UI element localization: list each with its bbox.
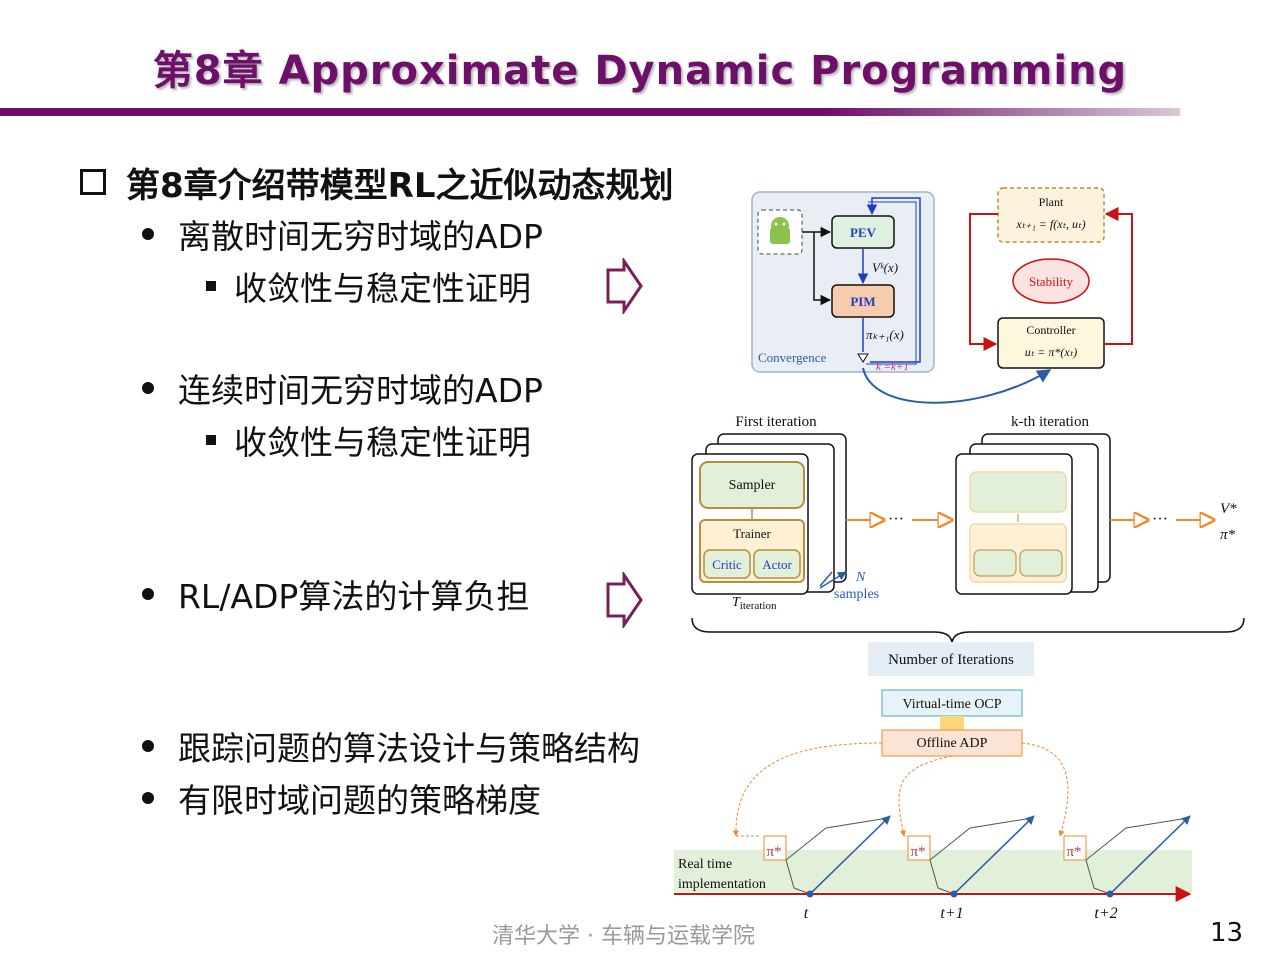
iteration-diagram: First iteration k-th iteration Sampler T… <box>691 414 1245 676</box>
checkbox-icon <box>80 169 106 195</box>
pi-star-box-1 <box>763 835 787 861</box>
bullet-item-3: RL/ADP算法的计算负担 <box>142 570 529 618</box>
pi-next-label: πₖ₊₁(x) <box>866 327 904 342</box>
sub-bullet-1-text: 收敛性与稳定性证明 <box>234 269 531 308</box>
title-underline <box>0 108 1180 116</box>
offline-adp-label: Offline ADP <box>917 736 988 751</box>
square-bullet-icon <box>206 435 216 445</box>
bullet-item-5: 有限时域问题的策略梯度 <box>142 774 541 822</box>
bullet-dot-icon <box>142 228 154 240</box>
footer-institution: 清华大学 · 车辆与运载学院 <box>492 924 755 949</box>
trainer-label: Trainer <box>733 526 771 541</box>
slide-title: 第8章 Approximate Dynamic Programming <box>152 48 1128 94</box>
sub-bullet-1: 收敛性与稳定性证明 <box>206 262 531 310</box>
bullet-item-5-text: 有限时域问题的策略梯度 <box>178 781 541 820</box>
ellipsis-1: ··· <box>888 511 904 528</box>
pim-label: PIM <box>850 294 875 309</box>
bullet-dot-icon <box>142 382 154 394</box>
pi-star-label: π* <box>1220 527 1236 543</box>
bullet-item-4-text: 跟踪问题的算法设计与策略结构 <box>178 729 640 768</box>
num-iterations-label: Number of Iterations <box>888 652 1014 668</box>
critic-box <box>703 549 751 579</box>
k-update-label: k =k+1 <box>876 361 909 373</box>
kth-iteration-label: k-th iteration <box>1011 414 1089 430</box>
pi-star-box-2 <box>907 835 931 861</box>
convergence-label: Convergence <box>758 350 827 365</box>
kth-sampler-box <box>969 471 1067 513</box>
pi-star-label-3: π* <box>1066 844 1081 860</box>
bullet-dot-icon <box>142 588 154 600</box>
first-iteration-label: First iteration <box>735 414 817 430</box>
adp-loop-diagram: PEV PIM Vᵏ(x) πₖ₊₁(x) Convergence k =k+1… <box>751 187 1133 404</box>
bullet-item-3-text: RL/ADP算法的计算负担 <box>178 577 530 616</box>
real-time-label-1: Real time <box>678 857 732 872</box>
critic-label: Critic <box>712 557 742 572</box>
pi-star-label-2: π* <box>910 844 925 860</box>
pi-star-label-1: π* <box>766 844 781 860</box>
bullet-main: 第8章介绍带模型RL之近似动态规划 <box>80 158 674 207</box>
actor-label: Actor <box>762 557 792 572</box>
num-iterations-box <box>868 642 1034 676</box>
tick-t: t <box>804 905 809 922</box>
virtual-ocp-box <box>881 689 1023 717</box>
hollow-arrow-right-icon <box>606 572 643 628</box>
controller-equation: uₜ = π*(xₜ) <box>1025 345 1078 359</box>
virtual-ocp-label: Virtual-time OCP <box>902 697 1001 712</box>
page-number: 13 <box>1210 918 1244 948</box>
stability-label: Stability <box>1029 274 1074 289</box>
bullet-item-2-text: 连续时间无穷时域的ADP <box>178 371 543 410</box>
plant-label: Plant <box>1039 195 1064 209</box>
bullet-dot-icon <box>142 740 154 752</box>
actor-box <box>753 549 801 579</box>
bullet-item-1: 离散时间无穷时域的ADP <box>142 210 543 258</box>
bullet-item-2: 连续时间无穷时域的ADP <box>142 364 543 412</box>
square-bullet-icon <box>206 281 216 291</box>
sampler-label: Sampler <box>729 478 776 493</box>
hollow-arrow-right-icon <box>606 258 643 314</box>
ellipsis-2: ··· <box>1152 511 1168 528</box>
stability-ellipse <box>1012 258 1090 304</box>
vk-label: Vᵏ(x) <box>872 260 898 275</box>
sub-bullet-2-text: 收敛性与稳定性证明 <box>234 423 531 462</box>
pev-label: PEV <box>850 225 877 240</box>
t-iteration-label: Titeration <box>732 595 777 612</box>
sub-bullet-2: 收敛性与稳定性证明 <box>206 416 531 464</box>
plant-equation: xₜ₊₁ = f(xₜ, uₜ) <box>1015 217 1085 231</box>
real-time-diagram: Virtual-time OCP Offline ADP Real time i… <box>674 689 1192 922</box>
tick-t2: t+2 <box>1094 905 1117 922</box>
samples-label: samples <box>834 587 879 602</box>
bullet-dot-icon <box>142 792 154 804</box>
pi-star-box-3 <box>1063 835 1087 861</box>
v-star-label: V* <box>1220 501 1237 517</box>
brace <box>691 617 1245 645</box>
controller-label: Controller <box>1026 323 1075 337</box>
bullet-main-text: 第8章介绍带模型RL之近似动态规划 <box>126 166 674 206</box>
real-time-label-2: implementation <box>678 877 766 892</box>
bullet-item-1-text: 离散时间无穷时域的ADP <box>178 217 543 256</box>
tick-t1: t+1 <box>940 905 963 922</box>
bullet-item-4: 跟踪问题的算法设计与策略结构 <box>142 722 640 770</box>
n-label: N <box>855 570 866 585</box>
